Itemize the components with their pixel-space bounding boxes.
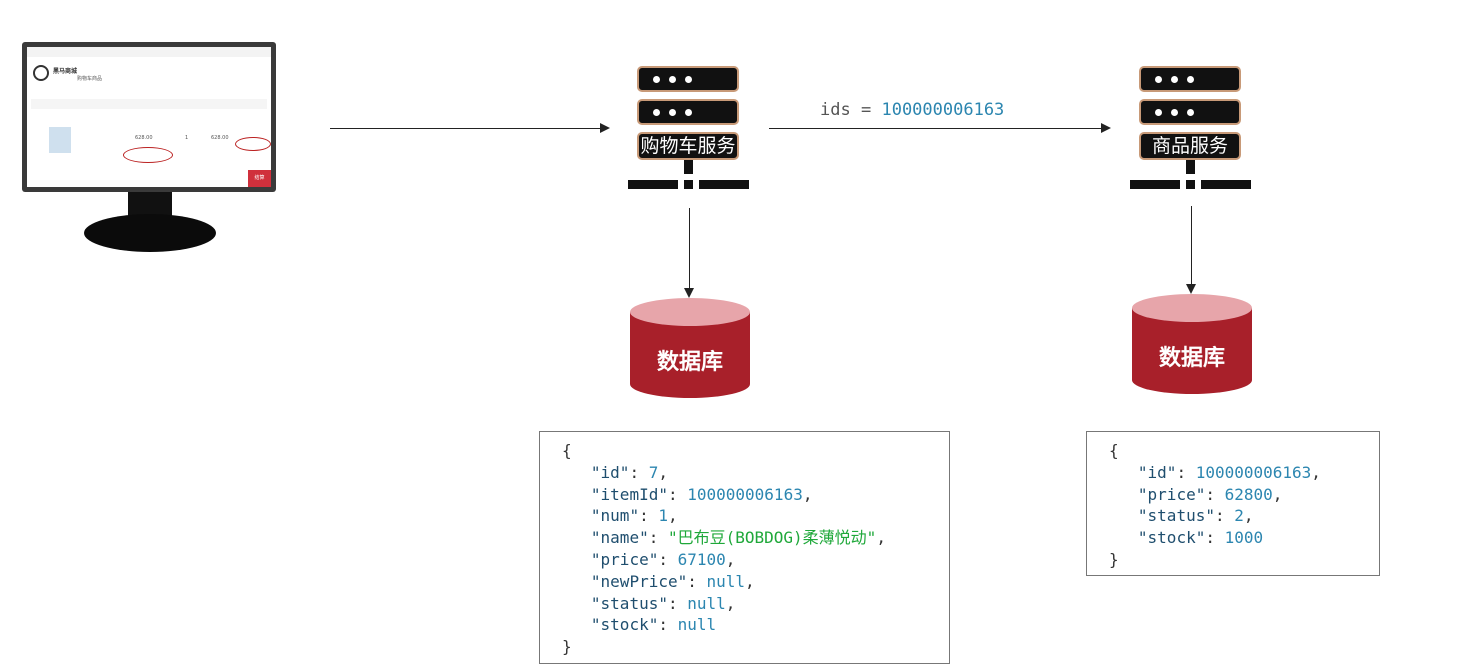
item-service-label: 商品服务 [1139,132,1241,160]
cart-json-box: { "id": 7, "itemId": 100000006163, "num"… [539,431,950,664]
cart-database-icon: 数据库 [630,298,750,412]
item-db-label: 数据库 [1158,346,1225,371]
cart-service-server-icon: 购物车服务 [628,66,749,192]
cart-title: 购物车商品 [77,76,103,82]
item-db-arrow [1186,206,1196,294]
item-json-box: { "id": 100000006163, "price": 62800, "s… [1086,431,1380,576]
client-to-cart-arrow [330,123,610,133]
request-params: ids = 100000006163 [820,100,1005,120]
item-qty: 1 [185,135,189,141]
monitor-base [84,214,216,252]
item-price: 628.00 [135,135,153,141]
cart-to-item-arrow [769,123,1111,133]
item-service-server-icon: 商品服务 [1130,66,1251,192]
item-database-icon: 数据库 [1132,294,1252,408]
cart-db-arrow [684,208,694,298]
checkout-button: 结算 [248,170,271,187]
cart-db-label: 数据库 [656,350,723,375]
client-monitor: 黑马商城 购物车商品 628.00 1 628.00 结算 [22,42,276,192]
shop-logo: 黑马商城 [53,68,78,75]
item-subtotal: 628.00 [211,135,229,141]
cart-page-screenshot: 黑马商城 购物车商品 628.00 1 628.00 结算 [27,47,271,187]
cart-service-label: 购物车服务 [637,132,739,160]
